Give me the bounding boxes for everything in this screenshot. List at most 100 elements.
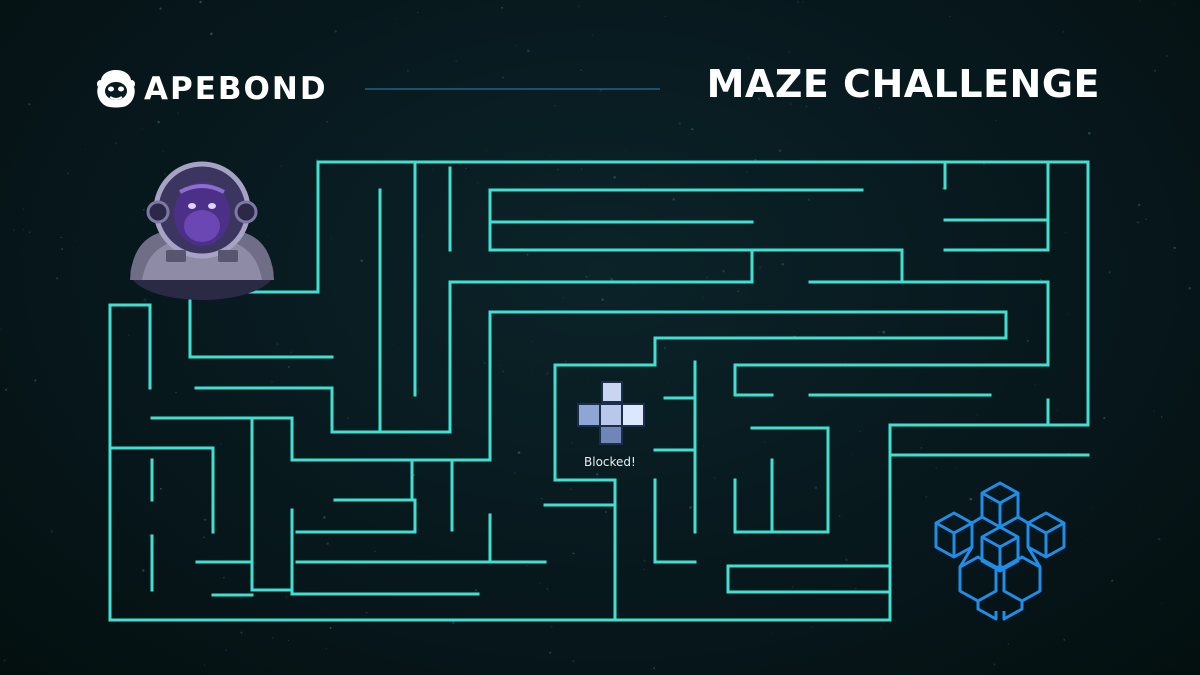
star: [142, 569, 145, 572]
star: [141, 127, 143, 129]
star: [1176, 311, 1178, 313]
goal-cube-icon: [934, 481, 1066, 621]
star: [805, 105, 808, 108]
star: [572, 659, 575, 663]
star: [225, 649, 227, 651]
star: [360, 259, 364, 263]
star: [421, 235, 423, 237]
star: [556, 168, 560, 171]
star: [573, 279, 574, 281]
star: [1063, 639, 1065, 641]
star: [406, 69, 409, 72]
star: [157, 120, 160, 124]
star: [1072, 383, 1074, 385]
star: [393, 344, 394, 345]
star: [878, 331, 880, 333]
star: [996, 405, 998, 406]
star: [878, 107, 880, 109]
star: [748, 57, 750, 60]
star: [202, 24, 203, 26]
star: [948, 91, 950, 93]
star: [954, 466, 956, 468]
star: [517, 451, 521, 454]
star: [1171, 663, 1174, 665]
star: [550, 625, 553, 628]
star: [325, 120, 329, 124]
star: [354, 138, 356, 140]
star: [713, 95, 716, 98]
star: [465, 167, 467, 170]
star: [993, 663, 996, 666]
blocked-label: Blocked!: [584, 455, 636, 469]
star: [689, 506, 692, 509]
star: [596, 473, 599, 476]
star: [838, 515, 841, 518]
star: [295, 508, 297, 510]
star: [633, 636, 635, 637]
star: [1153, 410, 1155, 412]
star: [56, 277, 59, 280]
maze-wall: [195, 418, 294, 597]
star: [452, 621, 455, 624]
star: [502, 370, 505, 373]
star: [546, 372, 549, 375]
star: [531, 341, 533, 343]
star: [585, 275, 588, 278]
star: [982, 162, 986, 166]
star: [272, 637, 274, 639]
star: [1066, 313, 1069, 315]
maze-wall: [733, 280, 1050, 397]
star: [759, 266, 762, 269]
star: [177, 112, 179, 114]
star: [501, 6, 504, 9]
star: [653, 667, 656, 670]
star: [855, 587, 857, 590]
star: [880, 628, 881, 630]
star: [162, 150, 164, 152]
star: [23, 229, 24, 230]
star: [1161, 602, 1163, 604]
star: [920, 446, 923, 449]
page-title: MAZE CHALLENGE: [706, 62, 1100, 106]
star: [1139, 0, 1141, 2]
star: [220, 443, 222, 445]
star: [315, 158, 319, 161]
star: [0, 328, 1, 330]
star: [746, 171, 748, 173]
star: [526, 49, 530, 53]
star: [633, 284, 635, 286]
star: [737, 290, 740, 293]
star: [127, 334, 130, 336]
star: [276, 342, 279, 346]
star: [483, 362, 486, 364]
star: [280, 165, 283, 168]
star: [613, 176, 616, 179]
star: [143, 208, 145, 211]
astronaut-gorilla-icon: [130, 161, 274, 300]
star: [925, 496, 928, 499]
star: [706, 276, 708, 278]
star: [814, 486, 818, 489]
star: [1065, 231, 1067, 234]
star: [1056, 86, 1058, 88]
star: [962, 277, 964, 279]
star: [330, 237, 332, 239]
star: [34, 379, 37, 382]
star: [667, 382, 669, 384]
star: [1145, 218, 1147, 221]
star: [351, 83, 353, 84]
star: [935, 467, 937, 469]
star: [702, 297, 704, 299]
star: [175, 391, 177, 394]
star: [844, 9, 846, 11]
star: [1087, 540, 1088, 541]
maze-walls: [108, 160, 1090, 622]
star: [431, 168, 433, 170]
star: [990, 500, 993, 503]
maze-wall: [194, 248, 754, 434]
star: [501, 76, 504, 79]
star: [92, 594, 93, 596]
star: [1034, 383, 1036, 386]
star: [1166, 192, 1168, 194]
